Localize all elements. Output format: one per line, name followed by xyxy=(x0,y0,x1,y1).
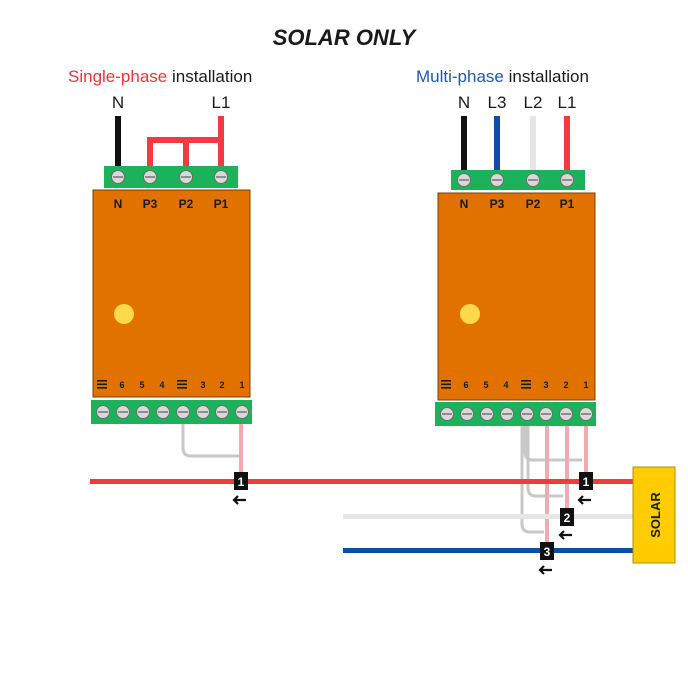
multi-wire-label-n: N xyxy=(458,93,470,112)
multi-bottom-term-4: 4 xyxy=(503,380,508,390)
multi-sensor-1-number: 1 xyxy=(583,475,590,489)
multi-wire-label-l2: L2 xyxy=(524,93,543,112)
multi-phase-heading-colored: Multi-phase xyxy=(416,67,504,86)
ground-symbol-icon xyxy=(177,380,187,389)
ground-symbol-icon xyxy=(97,380,107,389)
single-sensor-lead-grey xyxy=(181,424,240,458)
single-bottom-term-4: 4 xyxy=(159,380,164,390)
main-line-white xyxy=(343,514,638,519)
main-line-red xyxy=(90,479,638,484)
multi-wire-label-l1: L1 xyxy=(558,93,577,112)
multi-wire-label-l3: L3 xyxy=(488,93,507,112)
ground-symbol-icon xyxy=(521,380,531,389)
multi-sensor-lead-grey-1 xyxy=(523,426,582,462)
single-bridge-jumper xyxy=(147,137,221,168)
single-phase-heading-rest: installation xyxy=(167,67,252,86)
solar-box xyxy=(632,466,676,564)
multi-sensor-lead-grey-3 xyxy=(520,426,544,534)
multi-sensor-3: 3 xyxy=(538,542,554,575)
single-bottom-screws xyxy=(96,405,249,419)
single-bottom-term-6: 6 xyxy=(119,380,124,390)
single-top-term-p3: P3 xyxy=(143,197,158,211)
single-top-term-n: N xyxy=(114,197,123,211)
single-wire-label-n: N xyxy=(112,93,124,112)
multi-wire-l2 xyxy=(530,116,536,172)
single-top-term-p1: P1 xyxy=(214,197,229,211)
main-line-blue xyxy=(343,548,638,553)
single-module-body xyxy=(92,189,251,398)
multi-bottom-term-1: 1 xyxy=(583,380,588,390)
multi-top-term-n: N xyxy=(460,197,469,211)
multi-top-term-p2: P2 xyxy=(526,197,541,211)
single-bottom-term-5: 5 xyxy=(139,380,144,390)
diagram-title: SOLAR ONLY xyxy=(273,25,418,50)
single-bottom-term-2: 2 xyxy=(219,380,224,390)
single-top-screws xyxy=(111,170,228,184)
single-wire-label-l1: L1 xyxy=(212,93,231,112)
multi-sensor-2: 2 xyxy=(558,508,574,540)
multi-bottom-term-5: 5 xyxy=(483,380,488,390)
multi-sensor-lead-pink-1 xyxy=(584,426,588,476)
multi-bottom-term-6: 6 xyxy=(463,380,468,390)
multi-phase-heading: Multi-phase installation xyxy=(416,67,589,86)
multi-top-terminal-strip xyxy=(451,170,585,190)
multi-wire-n xyxy=(461,116,467,172)
single-top-term-p2: P2 xyxy=(179,197,194,211)
single-status-led xyxy=(114,304,134,324)
single-phase-heading: Single-phase installation xyxy=(68,67,252,86)
single-sensor-1-number: 1 xyxy=(238,475,245,489)
single-sensor-1: 1 xyxy=(232,472,248,505)
multi-wire-l3 xyxy=(494,116,500,172)
multi-phase-heading-rest: installation xyxy=(504,67,589,86)
arrow-left-icon xyxy=(577,495,591,505)
solar-label: SOLAR xyxy=(648,492,663,538)
multi-status-led xyxy=(460,304,480,324)
multi-module-body xyxy=(437,192,596,401)
single-bottom-term-3: 3 xyxy=(200,380,205,390)
single-top-terminal-strip xyxy=(104,166,238,188)
single-bottom-term-1: 1 xyxy=(239,380,244,390)
multi-bottom-term-3: 3 xyxy=(543,380,548,390)
multi-top-screws xyxy=(457,173,574,187)
ground-symbol-icon xyxy=(441,380,451,389)
multi-sensor-2-number: 2 xyxy=(564,511,571,525)
multi-sensor-1: 1 xyxy=(577,472,593,505)
multi-sensor-lead-pink-3 xyxy=(545,426,549,544)
single-wire-n xyxy=(115,116,121,168)
multi-sensor-lead-pink-2 xyxy=(565,426,569,510)
single-sensor-lead-pink xyxy=(239,424,243,472)
multi-top-term-p1: P1 xyxy=(560,197,575,211)
multi-sensor-3-number: 3 xyxy=(544,545,551,559)
multi-wire-l1 xyxy=(564,116,570,172)
arrow-left-icon xyxy=(538,565,552,575)
multi-bottom-term-2: 2 xyxy=(563,380,568,390)
arrow-left-icon xyxy=(232,495,246,505)
multi-top-term-p3: P3 xyxy=(490,197,505,211)
arrow-left-icon xyxy=(558,530,572,540)
single-phase-heading-colored: Single-phase xyxy=(68,67,167,86)
multi-sensor-lead-grey-2 xyxy=(526,426,563,498)
multi-bottom-screws xyxy=(440,407,593,421)
